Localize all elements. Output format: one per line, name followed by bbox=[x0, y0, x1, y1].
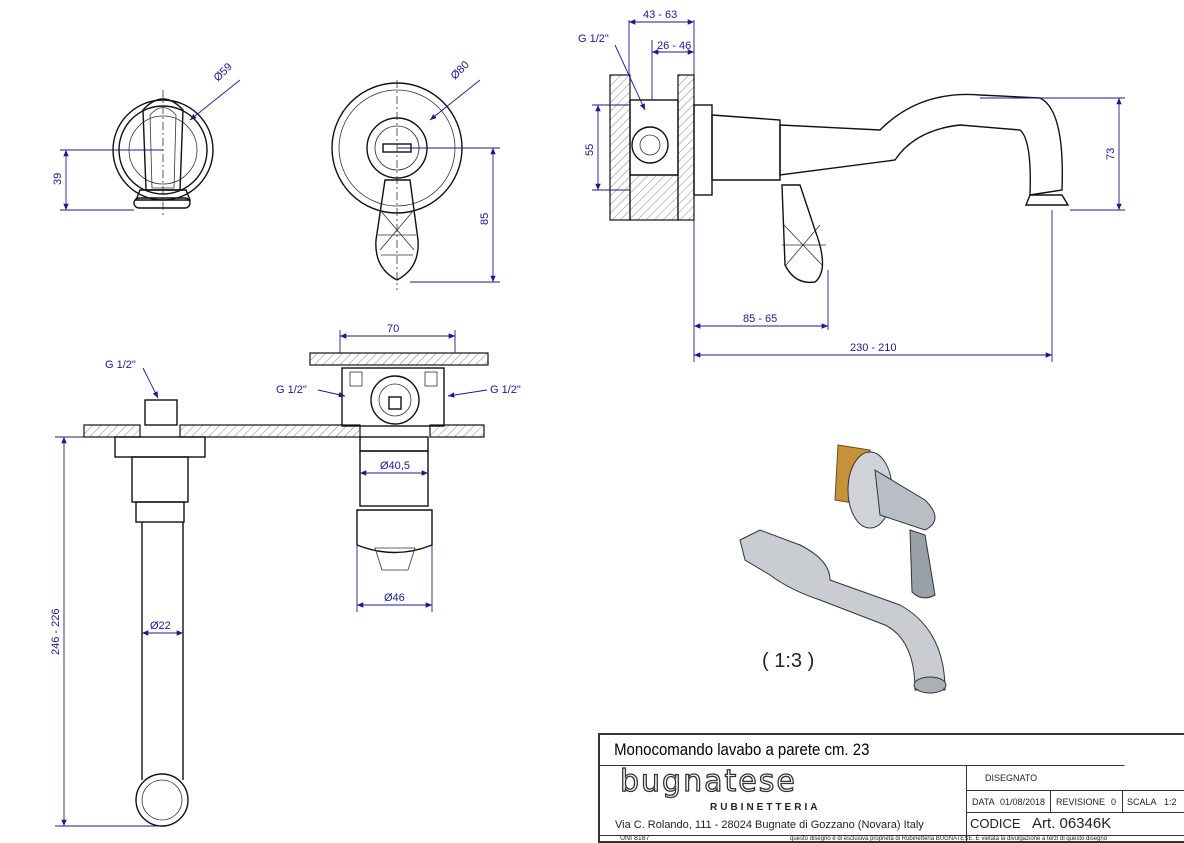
revisione-value: 0 bbox=[1111, 797, 1117, 807]
drawing-title: Monocomando lavabo a parete cm. 23 bbox=[600, 735, 1125, 766]
thread-label: G 1/2" bbox=[578, 33, 609, 45]
company-logo: bugnatese bbox=[619, 764, 797, 799]
ownership-notice: questo disegno è di esclusiva proprietà … bbox=[790, 836, 1108, 842]
data-value: 01/08/2018 bbox=[1000, 797, 1046, 807]
dim-handle-diameter: Ø46 bbox=[384, 592, 405, 604]
dim-spout-length: 246 - 226 bbox=[50, 609, 62, 655]
thread-label-body-left: G 1/2" bbox=[276, 384, 307, 396]
uni-standard: UNI 8187 bbox=[620, 835, 650, 842]
thread-label-spout: G 1/2" bbox=[105, 359, 136, 371]
company-address: Via C. Rolando, 111 - 28024 Bugnate di G… bbox=[615, 819, 924, 831]
side-view: 43 - 63 26 - 46 G 1/2" 55 73 85 - 65 230… bbox=[578, 9, 1125, 362]
dim-top-outer: 43 - 63 bbox=[643, 9, 677, 21]
scala-value: 1:2 bbox=[1164, 797, 1177, 807]
dim-collar-diameter: Ø40,5 bbox=[380, 460, 410, 472]
company-logo-sub: RUBINETTERIA bbox=[710, 802, 821, 813]
dim-height-left: 55 bbox=[584, 144, 596, 156]
disegnato-label: DISEGNATO bbox=[985, 773, 1038, 783]
dim-height: 85 bbox=[479, 213, 491, 225]
dim-spout-diameter: Ø22 bbox=[150, 620, 171, 632]
revisione-label: REVISIONE bbox=[1056, 797, 1106, 807]
codice-value: Art. 06346K bbox=[1032, 815, 1112, 832]
product-render: ( 1:3 ) bbox=[739, 444, 947, 694]
plan-view: 70 G 1/2" G 1/2" G 1/2" Ø40,5 Ø46 Ø22 24… bbox=[50, 323, 521, 827]
dim-diameter: Ø59 bbox=[212, 61, 235, 84]
codice-label: CODICE bbox=[970, 816, 1021, 831]
dim-spout-length: 230 - 210 bbox=[850, 342, 896, 354]
dim-top-inner: 26 - 46 bbox=[657, 40, 691, 52]
front-view-large: 85 Ø80 bbox=[331, 59, 500, 290]
dim-diameter: Ø80 bbox=[449, 59, 472, 82]
dim-height-right: 73 bbox=[1105, 148, 1117, 160]
thread-label-body-right: G 1/2" bbox=[490, 384, 521, 396]
data-label: DATA bbox=[972, 797, 995, 807]
render-scale-label: ( 1:3 ) bbox=[762, 650, 814, 672]
scala-label: SCALA bbox=[1127, 797, 1157, 807]
front-view-small: 39 Ø59 bbox=[52, 61, 241, 215]
dim-height: 39 bbox=[52, 173, 64, 185]
dim-body-width: 70 bbox=[387, 323, 399, 335]
title-block: Monocomando lavabo a parete cm. 23 bugna… bbox=[598, 733, 1184, 843]
dim-handle-offset: 85 - 65 bbox=[743, 313, 777, 325]
